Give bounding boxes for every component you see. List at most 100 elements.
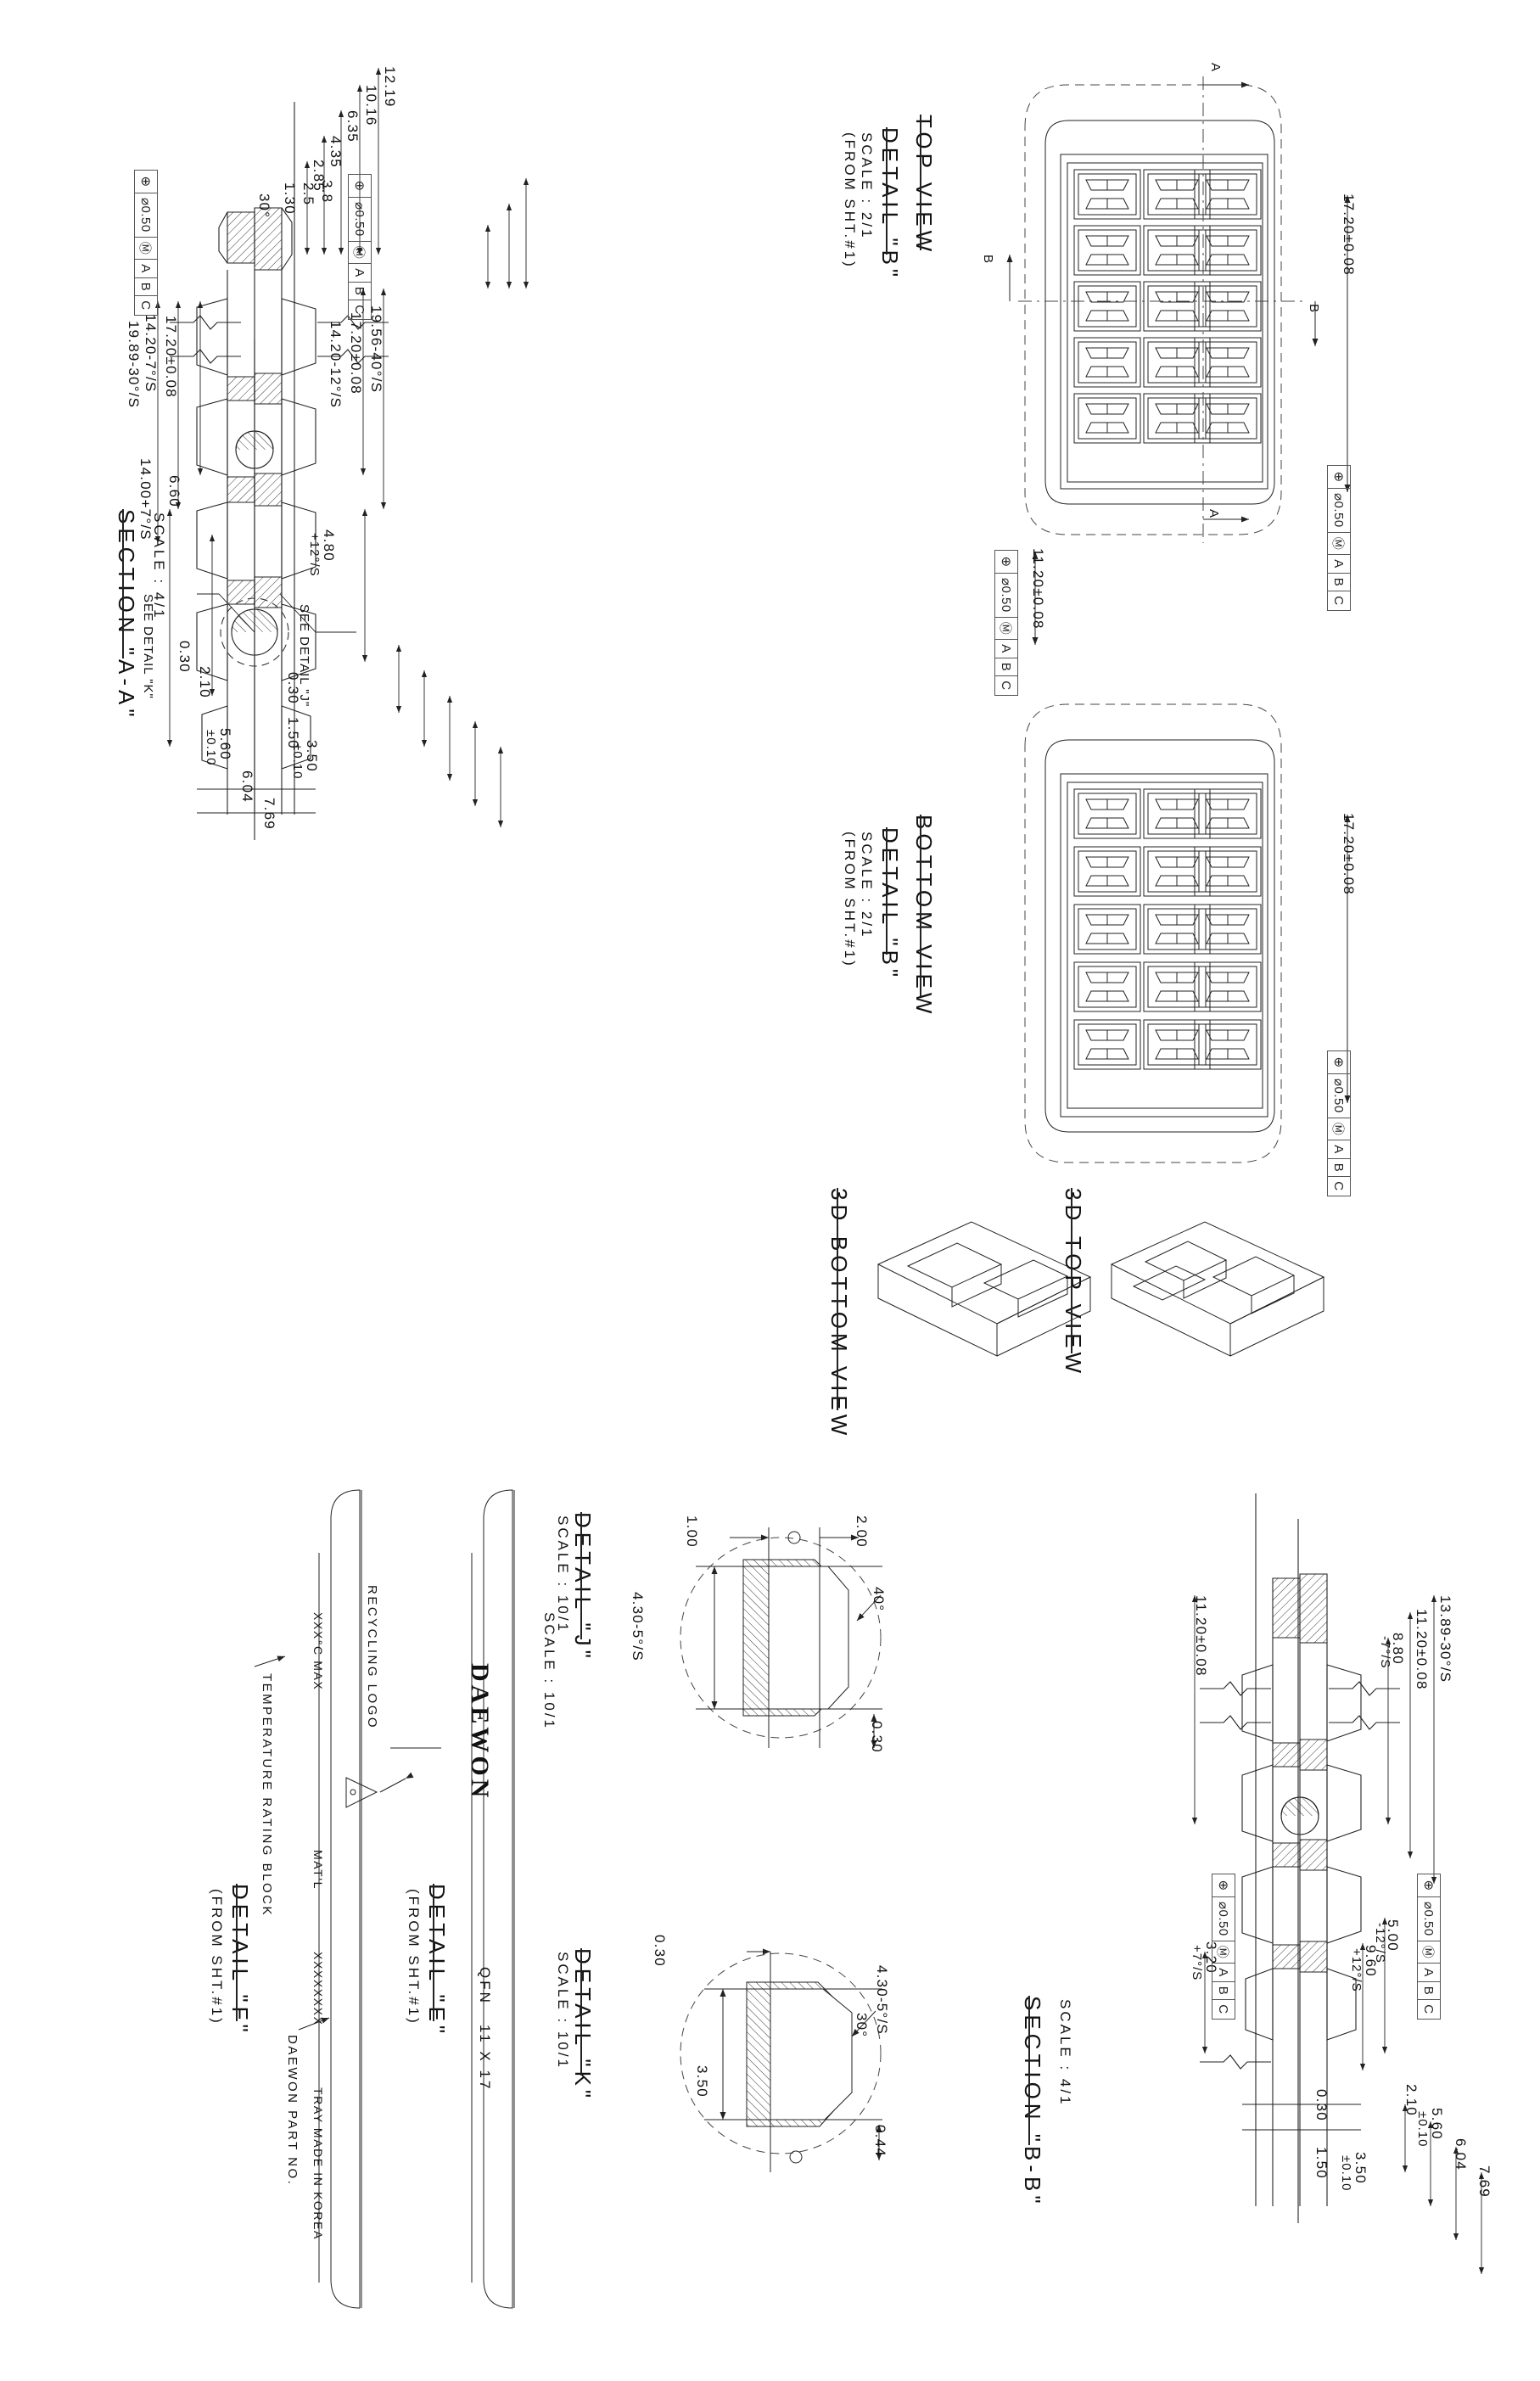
dim-bb-5-60: 5.60 [1429,2108,1445,2140]
dim-bb-9-60: 9.60 [1363,1945,1379,1977]
dim-j-2-00: 2.00 [854,1515,870,1548]
gdt-datum-b: B [1418,1981,1440,2001]
gdt-datum-c: C [1216,2004,1231,2014]
gdt-position-icon: ⊕ [349,175,371,198]
gdt-datum-c: C [999,681,1014,691]
gdt-tolerance-value: ⌀0.50 [995,574,1017,618]
dim-1-30: 1.30 [282,182,298,215]
dim-3-8: 3.8 [319,180,335,204]
dim-bb-1-50: 1.50 [1313,2147,1330,2179]
dim-7-69: 7.69 [261,798,277,830]
detail-e-geometry [471,1489,515,2309]
dim-6-60: 6.60 [166,475,182,507]
callout-recycling-logo: RECYCLING LOGO [365,1585,379,1730]
gdt-position-icon: ⊕ [1418,1874,1440,1897]
gdt-datum-c: C [1421,2004,1436,2014]
dim-6-35: 6.35 [344,110,361,143]
gdt-modifier-m: Ⓜ [995,617,1017,641]
dim-bottom-17-20: 17.20±0.08 [1341,813,1357,895]
gdt-frame-section-bb-left: ⊕ ⌀0.50 Ⓜ A B C [1212,1874,1235,2020]
gdt-datum-b: B [1212,1981,1235,2001]
gdt-datum-c: C [352,305,367,315]
brand-daewon: DAEWON [466,1663,494,1801]
gdt-modifier-m: Ⓜ [135,237,157,261]
detail-f-geometry [254,1489,441,2309]
iso-bottom-geometry [876,1221,1092,1357]
dim-k-3-50: 3.50 [694,2065,710,2098]
section-mark-b-left: B [981,255,995,265]
stamp-material-label: MAT'L [311,1850,325,1890]
dim-19-89: 19.89-30°/S [126,321,142,409]
gdt-frame-section-aa-left: ⊕ ⌀0.50 Ⓜ A B C [134,170,158,316]
gdt-datum-c: C [1331,1181,1347,1191]
detail-e-from-sheet: (FROM SHT.#1) [406,1889,422,2025]
gdt-datum-a: A [1212,1964,1235,1982]
gdt-datum-b: B [349,282,371,301]
dim-bb-6-04: 6.04 [1453,2138,1469,2171]
dim-bb-3-50-tol: ±0.10 [1339,2155,1353,2192]
gdt-datum-b: B [135,277,157,297]
dim-k-0-44: 0.44 [872,2125,888,2157]
stamp-part-number: XXXXXXXX [311,1952,325,2026]
dim-10-16: 10.16 [363,85,379,126]
iso-bottom-title: 3D-BOTTOM VIEW [826,1188,852,1440]
gdt-tolerance-value: ⌀0.50 [1212,1897,1235,1941]
detail-j-scale: SCALE : 10/1 [555,1515,571,1634]
dim-top-17-20: 17.20±0.08 [1341,193,1357,276]
gdt-frame-section-aa-right: ⊕ ⌀0.50 Ⓜ A B C [348,174,372,320]
gdt-datum-b: B [1328,573,1350,592]
detail-f-title: DETAIL "F" [227,1884,253,2036]
gdt-frame-section-bb-right: ⊕ ⌀0.50 Ⓜ A B C [1417,1874,1441,2020]
gdt-modifier-m: Ⓜ [1328,1118,1350,1141]
gdt-datum-a: A [349,264,371,283]
dim-bb-3-20-tol: +7°/S [1190,1945,1204,1981]
dim-bb-7-69: 7.69 [1476,2165,1492,2198]
section-mark-a-bottom: A [1207,509,1221,519]
detail-f-underline [236,1884,238,2021]
stamp-temp-max: XXX°C MAX [311,1612,325,1691]
bottom-view-scale: SCALE : 2/1 [859,832,875,939]
dim-bb-0-30: 0.30 [1313,2089,1330,2121]
gdt-position-icon: ⊕ [135,171,157,193]
gdt-datum-b: B [1328,1158,1350,1178]
iso-top-underline [1071,1188,1072,1353]
dim-12-19: 12.19 [382,66,398,108]
dim-bb-8-80-tol: -7°/S [1378,1636,1392,1669]
gdt-tolerance-value: ⌀0.50 [135,193,157,238]
dim-j-1-00: 1.00 [684,1515,700,1548]
section-bb-dimensions [1191,1595,1485,2274]
detail-k-underline [580,1948,582,2076]
dim-14-20-12: 14.20-12°/S [328,321,344,409]
detail-j-geometry [680,1527,882,1748]
gdt-modifier-m: Ⓜ [1212,1941,1235,1964]
gdt-position-icon: ⊕ [1328,1051,1350,1074]
gdt-frame-top-view: ⊕ ⌀0.50 Ⓜ A B C [1327,465,1351,611]
callout-temperature-rating: TEMPERATURE RATING BLOCK [260,1673,274,1917]
detail-e-scale: SCALE : 10/1 [541,1612,557,1731]
dim-j-40deg: 40° [871,1587,887,1612]
section-bb-underline [1028,1996,1030,2145]
dim-6-04: 6.04 [239,770,255,803]
top-view-from-sheet: (FROM SHT.#1) [842,132,858,269]
gdt-tolerance-value: ⌀0.50 [1328,489,1350,533]
top-view-detail-underline [886,127,888,255]
dim-j-0-30: 0.30 [869,1721,885,1753]
dim-k-4-30: 4.30-5°/S [874,1965,890,2035]
section-aa-dimensions [154,68,529,827]
dim-2-5: 2.5 [300,182,316,206]
top-view-title: TOP VIEW [911,115,937,256]
top-view-detail-label: DETAIL "B" [877,127,903,282]
dim-bb-8-80: 8.80 [1390,1633,1406,1665]
dim-bb-3-50: 3.50 [1352,2152,1369,2184]
dim-k-30deg: 30° [854,2013,870,2038]
dim-4-80: 4.80 [321,529,337,562]
detail-f-from-sheet: (FROM SHT.#1) [209,1889,225,2025]
dim-bb-11-20-b: 11.20±0.08 [1193,1595,1209,1677]
dim-5-60: 5.60 [217,728,233,760]
dim-k-0-30: 0.30 [652,1935,668,1967]
gdt-datum-a: A [1328,555,1350,574]
section-aa-title: SECTION "A-A" [114,509,139,721]
gdt-modifier-m: Ⓜ [1328,532,1350,556]
